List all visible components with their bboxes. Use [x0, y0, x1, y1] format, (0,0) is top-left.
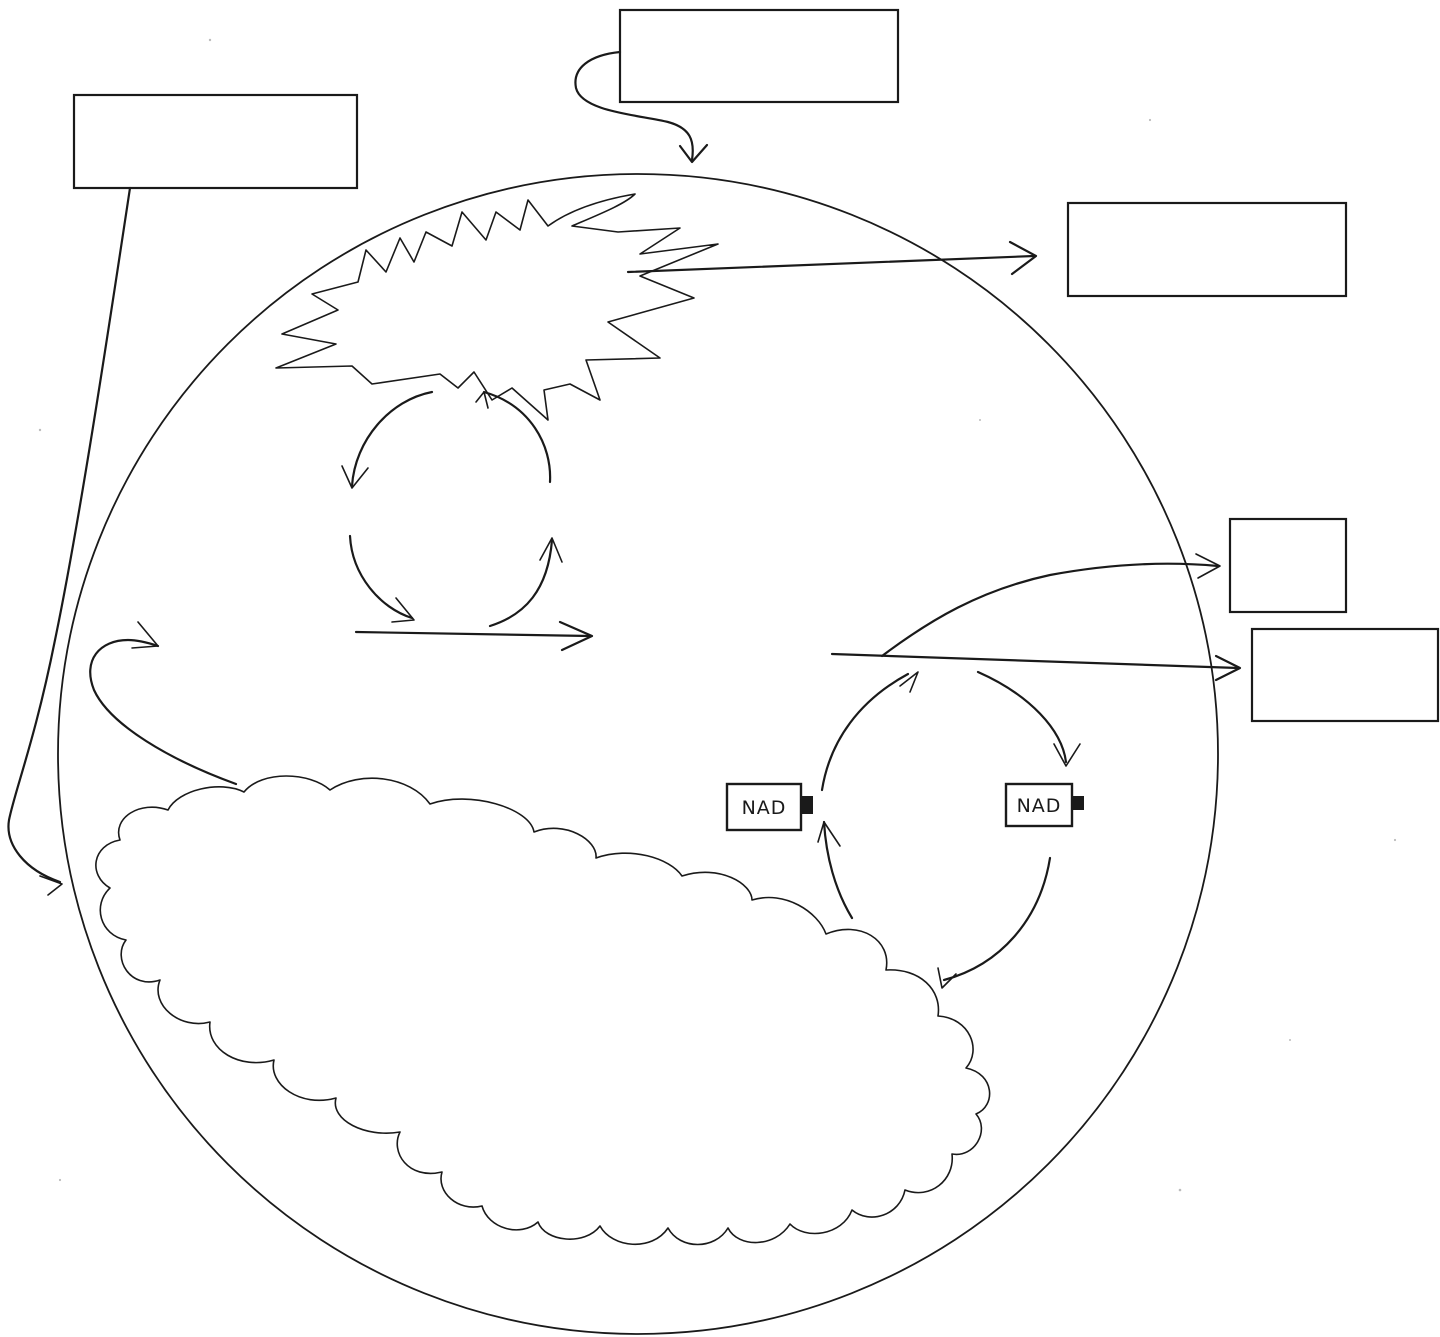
cell-outline [58, 174, 1218, 1334]
nad-right-text: NAD [1017, 795, 1062, 817]
label-box-upper-right[interactable] [1068, 203, 1346, 296]
arrow-starburst-to-upper-right-box [628, 242, 1036, 274]
nad-right-label: NAD [1006, 784, 1084, 826]
upper-cycle [342, 392, 592, 650]
label-box-right-small[interactable] [1230, 519, 1346, 612]
lower-cycle [818, 672, 1080, 988]
label-box-right-lower[interactable] [1252, 629, 1438, 721]
label-box-top-center[interactable] [620, 10, 898, 102]
label-box-top-left[interactable] [74, 95, 357, 188]
nad-left-text: NAD [742, 797, 787, 819]
arrow-top-left-box-to-cell [8, 188, 130, 895]
nad-left-label: NAD [727, 784, 813, 830]
arrows-center-to-right-boxes [832, 554, 1240, 680]
cloud-shape [96, 776, 990, 1245]
arrow-cloud-to-left [90, 622, 236, 784]
starburst-shape [276, 194, 718, 420]
